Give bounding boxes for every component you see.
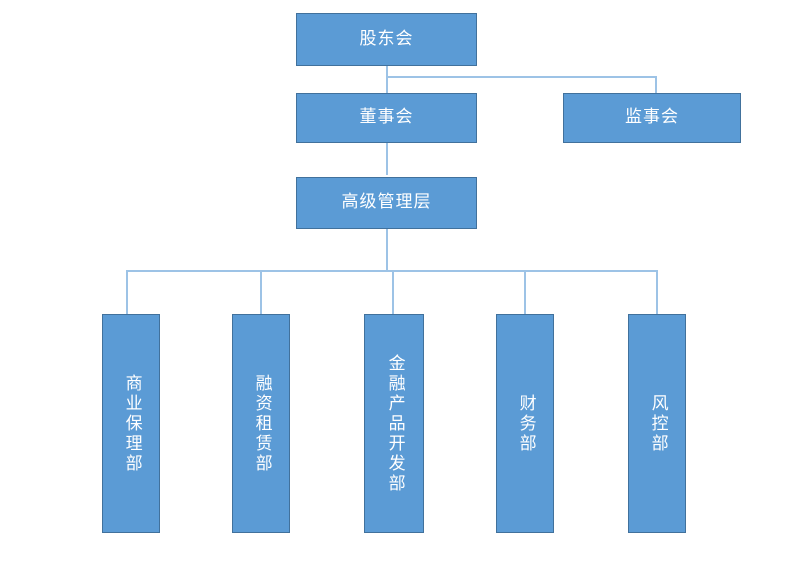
node-financial-leasing[interactable]: 融资租赁部 — [232, 314, 290, 533]
node-financial-product-development-label: 金融产品开发部 — [384, 353, 405, 494]
connector-to-financial-leasing — [260, 270, 262, 314]
node-senior-management-label: 高级管理层 — [341, 192, 432, 213]
node-finance[interactable]: 财务部 — [496, 314, 554, 533]
node-board-of-directors-label: 董事会 — [359, 107, 414, 128]
connector-to-board-of-directors — [386, 76, 388, 93]
node-senior-management[interactable]: 高级管理层 — [296, 177, 477, 229]
node-board-of-supervisors[interactable]: 监事会 — [563, 93, 741, 143]
node-shareholders-label: 股东会 — [359, 28, 414, 49]
connector-to-risk-control — [656, 270, 658, 314]
connector-to-commercial-factoring — [126, 270, 128, 314]
node-risk-control-label: 风控部 — [647, 393, 668, 454]
connector-level2-bar — [386, 76, 657, 78]
connector-senior-management-stem — [386, 229, 388, 271]
node-commercial-factoring-label: 商业保理部 — [121, 373, 142, 474]
node-risk-control[interactable]: 风控部 — [628, 314, 686, 533]
node-board-of-supervisors-label: 监事会 — [625, 107, 679, 128]
connector-to-board-of-supervisors — [655, 76, 657, 93]
node-commercial-factoring[interactable]: 商业保理部 — [102, 314, 160, 533]
node-board-of-directors[interactable]: 董事会 — [296, 93, 477, 143]
node-finance-label: 财务部 — [515, 393, 536, 454]
connector-to-senior-management — [386, 142, 388, 175]
node-shareholders[interactable]: 股东会 — [296, 13, 477, 66]
node-financial-product-development[interactable]: 金融产品开发部 — [364, 314, 424, 533]
connector-to-financial-product-development — [392, 270, 394, 314]
connector-shareholders-stem — [386, 66, 388, 78]
connector-to-finance — [524, 270, 526, 314]
node-financial-leasing-label: 融资租赁部 — [251, 373, 272, 474]
